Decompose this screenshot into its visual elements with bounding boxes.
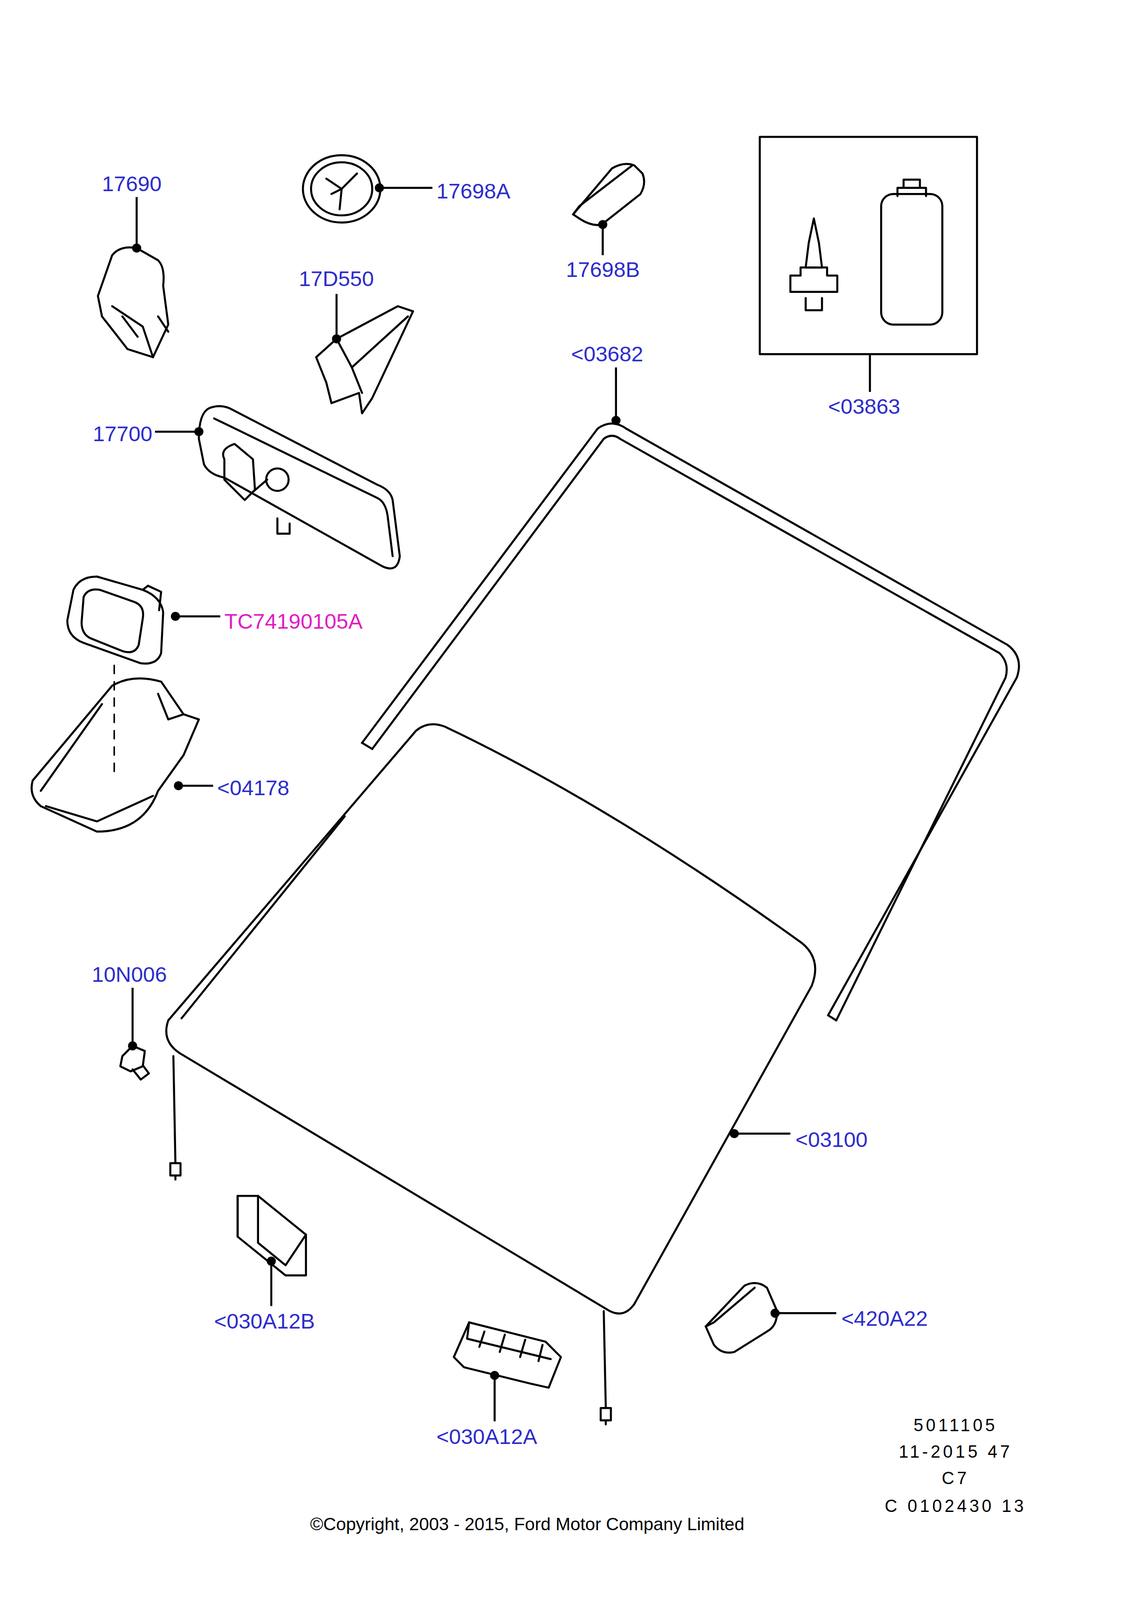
callout-number: <04178 [217,776,290,799]
callout-number: <420A22 [841,1307,929,1329]
callout-number: <030A12B [214,1309,316,1332]
callout-number: <030A12A [436,1425,538,1447]
callout-number: 17698B [565,258,640,281]
callout-number: <03682 [570,342,644,365]
callout-number: 17D550 [298,267,374,290]
callout-number: TC74190105A [224,610,363,632]
callout-number: 17698A [436,180,511,202]
callout-number: 10N006 [91,963,167,985]
reference-code: C 0102430 13 [884,1496,1027,1515]
callout-number: <03100 [795,1128,868,1150]
callout-number: 17690 [102,172,162,195]
callout-number: <03863 [828,395,901,417]
reference-code: 5011105 [913,1416,998,1434]
reference-code: C7 [941,1468,970,1487]
copyright-note: ©Copyright, 2003 - 2015, Ford Motor Comp… [310,1514,745,1533]
callout-number: 17700 [92,422,153,445]
reference-code: 11-2015 47 [898,1442,1013,1460]
